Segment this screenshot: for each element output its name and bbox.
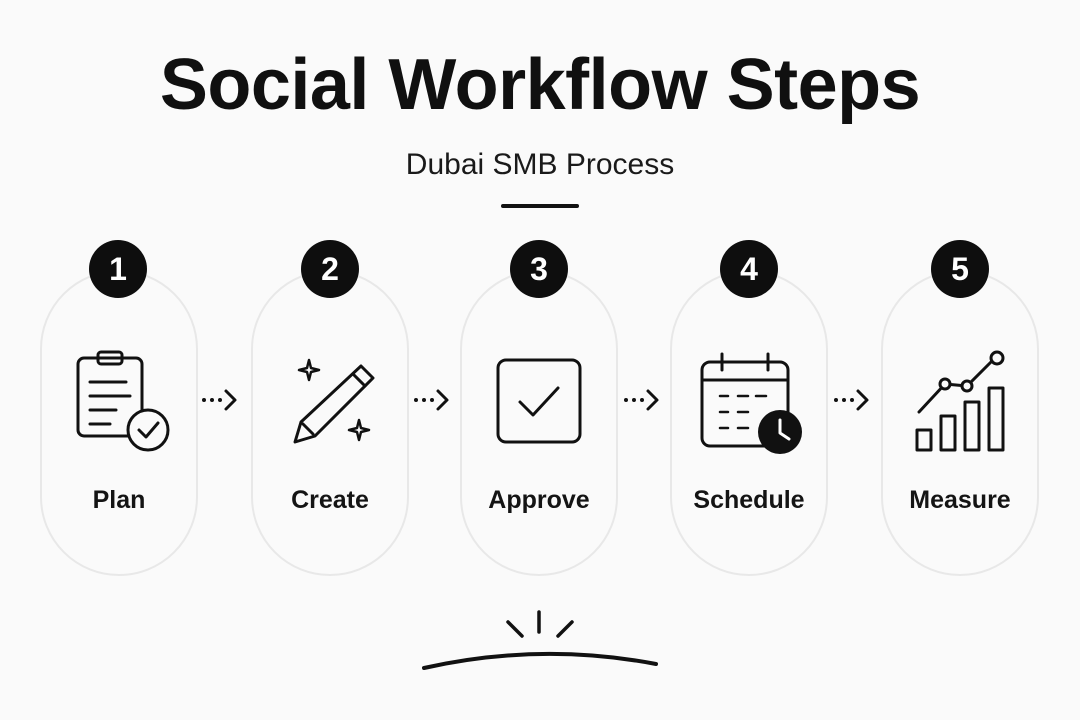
step-card-approve xyxy=(460,270,618,576)
pencil-sparkle-icon xyxy=(293,358,375,444)
step-number-badge: 2 xyxy=(301,240,359,298)
bar-chart-trend-icon xyxy=(915,350,1005,452)
dotted-arrow-icon xyxy=(834,389,869,411)
calendar-clock-icon xyxy=(700,352,802,454)
page-subtitle: Dubai SMB Process xyxy=(405,148,675,181)
sunrise-arc-icon xyxy=(422,610,658,670)
title-underline xyxy=(501,204,579,208)
clipboard-check-icon xyxy=(76,350,170,452)
dotted-arrow-icon xyxy=(414,389,449,411)
step-card-measure xyxy=(881,270,1039,576)
step-label: Measure xyxy=(909,486,1011,514)
step-card-plan xyxy=(40,270,198,576)
step-label: Approve xyxy=(488,486,590,514)
step-number-badge: 1 xyxy=(89,240,147,298)
step-number-badge: 3 xyxy=(510,240,568,298)
dotted-arrow-icon xyxy=(624,389,659,411)
step-label: Plan xyxy=(92,486,146,514)
dotted-arrow-icon xyxy=(202,389,237,411)
page-title: Social Workflow Steps xyxy=(159,45,921,125)
checkbox-icon xyxy=(496,358,582,444)
step-number-badge: 5 xyxy=(931,240,989,298)
step-number-badge: 4 xyxy=(720,240,778,298)
step-label: Create xyxy=(291,486,369,514)
step-label: Schedule xyxy=(693,486,805,514)
